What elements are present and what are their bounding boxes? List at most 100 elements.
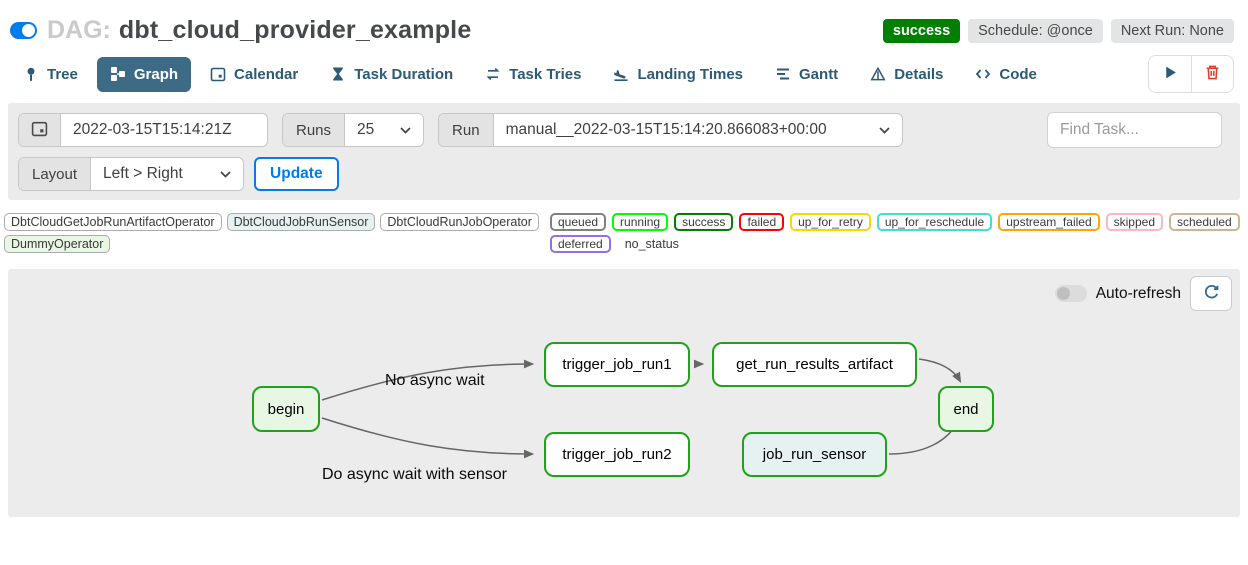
tab-label: Gantt — [799, 65, 839, 83]
state-badge-scheduled: scheduled — [1169, 213, 1240, 231]
dag-header: DAG: dbt_cloud_provider_example success … — [0, 0, 1248, 53]
operator-badge: DbtCloudGetJobRunArtifactOperator — [4, 213, 222, 231]
delete-dag-button[interactable] — [1191, 56, 1233, 92]
dag-edges — [321, 358, 962, 459]
refresh-icon — [1203, 284, 1220, 304]
play-icon — [1162, 64, 1179, 84]
task-node-trigger_job_run1[interactable]: trigger_job_run1 — [544, 342, 690, 387]
filter-row-1: Runs 25 Run manual__2022-03-15T15:14:20.… — [18, 112, 1230, 148]
trash-icon — [1204, 64, 1221, 84]
state-badge-deferred: deferred — [550, 235, 611, 253]
runs-group: Runs 25 — [282, 113, 425, 147]
schedule-badge: Schedule: @once — [968, 18, 1103, 43]
chevron-down-icon — [220, 165, 231, 183]
tab-code[interactable]: Code — [962, 57, 1050, 92]
task-node-end[interactable]: end — [938, 386, 994, 432]
layout-label: Layout — [19, 158, 92, 190]
tab-label: Tree — [47, 65, 78, 83]
state-badge-running: running — [612, 213, 669, 231]
tab-label: Task Duration — [354, 65, 454, 83]
graph-controls: Auto-refresh — [1054, 276, 1232, 311]
tab-label: Details — [894, 65, 944, 83]
edge-label: Do async wait with sensor — [322, 466, 507, 483]
layout-select-value: Left > Right — [103, 165, 183, 182]
tab-label: Task Tries — [509, 65, 582, 83]
tab-gantt[interactable]: Gantt — [762, 57, 851, 92]
task-node-get_run_results_artifact[interactable]: get_run_results_artifact — [712, 342, 917, 387]
task-node-trigger_job_run2[interactable]: trigger_job_run2 — [544, 432, 690, 477]
gantt-icon — [775, 66, 791, 82]
layout-group: Layout Left > Right — [18, 157, 245, 191]
run-select-value: manual__2022-03-15T15:14:20.866083+00:00 — [505, 121, 827, 138]
run-select[interactable]: manual__2022-03-15T15:14:20.866083+00:00 — [493, 114, 902, 146]
dag-pause-toggle[interactable] — [10, 22, 37, 39]
run-label: Run — [439, 114, 494, 146]
tab-label: Calendar — [234, 65, 299, 83]
next-run-badge: Next Run: None — [1110, 18, 1234, 43]
state-legend: queued running success failed up_for_retry up… — [550, 213, 1244, 253]
state-badge-skipped: skipped — [1105, 213, 1163, 231]
run-group: Run manual__2022-03-15T15:14:20.866083+0… — [438, 113, 903, 147]
filter-panel: Runs 25 Run manual__2022-03-15T15:14:20.… — [8, 103, 1240, 200]
tab-calendar[interactable]: Calendar — [197, 57, 311, 92]
base-date-group — [18, 113, 268, 147]
filter-row-2: Layout Left > Right Update — [18, 157, 1230, 191]
task-node-job_run_sensor[interactable]: job_run_sensor — [742, 432, 887, 477]
header-badges: success Schedule: @once Next Run: None — [882, 18, 1234, 43]
edge-label: No async wait — [385, 372, 485, 389]
state-badge-up_for_retry: up_for_retry — [790, 213, 871, 231]
task-node-begin[interactable]: begin — [252, 386, 320, 432]
state-badge-queued: queued — [550, 213, 607, 231]
tab-label: Landing Times — [637, 65, 744, 83]
hourglass-icon — [330, 66, 346, 82]
refresh-button[interactable] — [1190, 276, 1232, 311]
calendar-icon — [210, 66, 226, 82]
graph-icon — [110, 66, 126, 82]
dag-action-buttons — [1148, 55, 1234, 93]
tab-landing-times[interactable]: Landing Times — [600, 57, 756, 92]
chevron-down-icon — [878, 121, 890, 139]
base-date-input[interactable] — [61, 114, 267, 146]
chevron-down-icon — [400, 121, 411, 139]
tab-graph[interactable]: Graph — [96, 56, 192, 92]
pin-icon — [23, 66, 39, 82]
page-title: dbt_cloud_provider_example — [118, 16, 472, 44]
operator-badge: DummyOperator — [4, 235, 111, 253]
state-label-no-status: no_status — [624, 237, 679, 251]
dag-graph-panel: Auto-refresh begin trigger_job_run1 get_ru… — [8, 269, 1240, 517]
tab-task-duration[interactable]: Task Duration — [317, 57, 466, 92]
repeat-icon — [485, 66, 501, 82]
edge-begin-run1 — [321, 359, 535, 401]
operator-badge: DbtCloudJobRunSensor — [226, 213, 376, 231]
status-badge: success — [882, 18, 961, 43]
tab-tree[interactable]: Tree — [10, 57, 91, 92]
auto-refresh-label: Auto-refresh — [1095, 284, 1181, 302]
state-badge-failed: failed — [739, 213, 785, 231]
details-icon — [870, 66, 886, 82]
calendar-icon — [31, 120, 48, 140]
state-badge-success: success — [674, 213, 734, 231]
edge-begin-run2 — [321, 417, 535, 459]
runs-label: Runs — [283, 114, 346, 146]
state-badge-upstream_failed: upstream_failed — [998, 213, 1100, 231]
auto-refresh-toggle[interactable] — [1054, 285, 1087, 302]
tab-label: Code — [999, 65, 1037, 83]
trigger-dag-button[interactable] — [1149, 56, 1191, 92]
tab-list: Tree Graph Calendar Task Duration Task Tries… — [10, 56, 1050, 92]
layout-select[interactable]: Left > Right — [91, 158, 244, 190]
dag-prefix-label: DAG: — [47, 16, 111, 44]
runs-select-value: 25 — [357, 121, 375, 138]
base-date-calendar-button[interactable] — [19, 114, 61, 146]
state-badge-up_for_reschedule: up_for_reschedule — [876, 213, 993, 231]
view-tab-bar: Tree Graph Calendar Task Duration Task Tries… — [0, 53, 1248, 101]
tab-label: Graph — [133, 65, 179, 83]
plane-landing-icon — [613, 66, 629, 82]
tab-task-tries[interactable]: Task Tries — [472, 57, 594, 92]
code-icon — [975, 66, 991, 82]
update-button[interactable]: Update — [254, 157, 339, 191]
tab-details[interactable]: Details — [857, 57, 956, 92]
find-task-input[interactable] — [1047, 112, 1222, 148]
runs-select[interactable]: 25 — [345, 114, 424, 146]
